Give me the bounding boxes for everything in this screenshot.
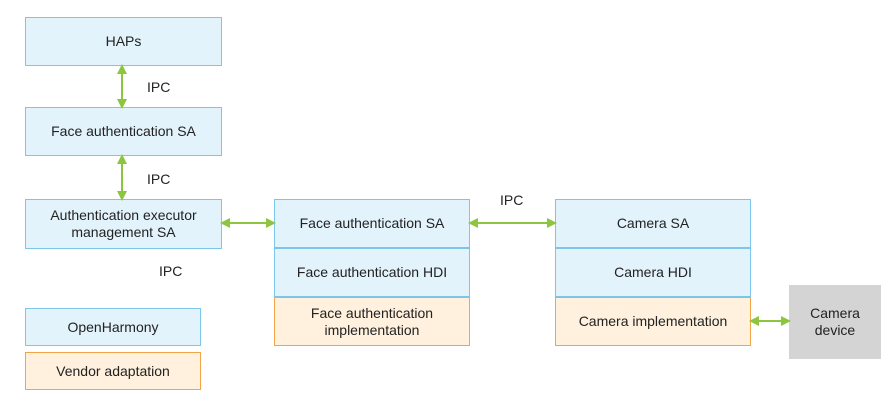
- auth-executor-mgmt-sa-box: Authentication executor management SA: [25, 199, 222, 249]
- auth-executor-mgmt-sa-label: Authentication executor management SA: [50, 207, 197, 240]
- legend-openharmony-label: OpenHarmony: [67, 318, 159, 335]
- legend-vendor-adaptation: Vendor adaptation: [25, 352, 201, 390]
- legend-vendor-adaptation-label: Vendor adaptation: [56, 362, 170, 379]
- face-auth-sa-left-label: Face authentication SA: [51, 123, 196, 139]
- ipc-label-1: IPC: [147, 79, 171, 95]
- camera-impl-label: Camera implementation: [578, 313, 728, 329]
- camera-impl-box: Camera implementation: [555, 297, 751, 346]
- camera-sa-box: Camera SA: [555, 199, 751, 248]
- face-auth-hdi-box: Face authentication HDI: [274, 248, 470, 297]
- legend-openharmony: OpenHarmony: [25, 308, 201, 346]
- ipc-label-4: IPC: [500, 192, 524, 208]
- haps-box: HAPs: [25, 17, 222, 66]
- face-auth-sa-mid-label: Face authentication SA: [299, 215, 445, 231]
- camera-hdi-label: Camera HDI: [614, 264, 692, 280]
- face-auth-sa-mid-box: Face authentication SA: [274, 199, 470, 248]
- face-auth-sa-left-box: Face authentication SA: [25, 107, 222, 156]
- camera-hdi-box: Camera HDI: [555, 248, 751, 297]
- face-auth-impl-box: Face authentication implementation: [274, 297, 470, 346]
- haps-label: HAPs: [105, 33, 142, 49]
- face-auth-impl-label: Face authentication implementation: [310, 304, 434, 338]
- camera-device-box: Camera device: [789, 285, 881, 359]
- camera-sa-label: Camera SA: [616, 215, 690, 231]
- ipc-label-3: IPC: [159, 263, 183, 279]
- ipc-label-2: IPC: [147, 171, 171, 187]
- face-auth-hdi-label: Face authentication HDI: [296, 264, 448, 280]
- camera-device-label: Camera device: [810, 305, 860, 338]
